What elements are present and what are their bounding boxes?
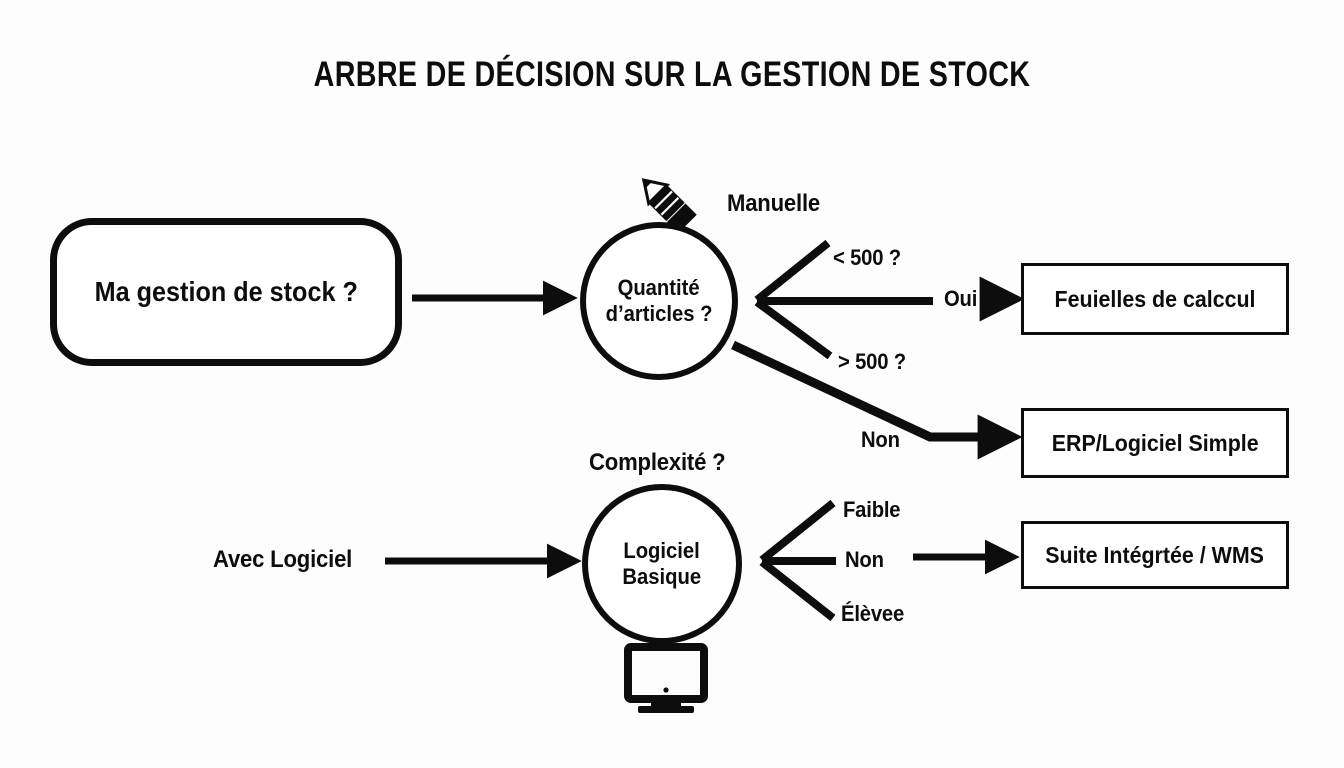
monitor-icon xyxy=(624,643,708,713)
edge-software-elevee xyxy=(759,558,836,622)
branch-label-oui: Oui xyxy=(944,286,978,311)
decision-node-software-line1: Logiciel xyxy=(623,538,701,564)
decision-node-software-line2: Basique xyxy=(622,564,702,589)
outcome-box-wms-label: Suite Intégrtée / WMS xyxy=(1045,541,1265,568)
outcome-box-erp[interactable]: ERP/Logiciel Simple xyxy=(1021,408,1289,478)
annotation-manuelle: Manuelle xyxy=(727,190,821,217)
edge-quantity-lt500 xyxy=(754,239,831,304)
branch-label-faible: Faible xyxy=(843,497,901,522)
start-node-box[interactable]: Ma gestion de stock ? xyxy=(50,218,402,366)
branch-label-gt500: > 500 ? xyxy=(838,349,906,374)
annotation-complexite: Complexité ? xyxy=(589,449,726,476)
decision-node-quantity-line2: d’articles ? xyxy=(605,301,713,326)
pencil-icon xyxy=(641,178,697,234)
decision-node-software[interactable]: Logiciel Basique xyxy=(582,484,742,644)
edge-quantity-gt500 xyxy=(754,298,833,360)
outcome-box-spreadsheets-label: Feuielles de calccul xyxy=(1054,285,1256,312)
page-title: ARBRE DE DÉCISION SUR LA GESTION DE STOC… xyxy=(313,55,1031,94)
branch-label-elevee: Élèvee xyxy=(841,601,905,626)
edge-quantity-to-erp xyxy=(731,340,1023,460)
start-node-label: Ma gestion de stock ? xyxy=(94,276,358,307)
decision-node-quantity-line1: Quantité xyxy=(617,275,701,301)
branch-label-non-bottom: Non xyxy=(845,547,884,572)
outcome-box-erp-label: ERP/Logiciel Simple xyxy=(1051,429,1259,456)
annotation-avec-logiciel: Avec Logiciel xyxy=(213,546,353,573)
branch-label-lt500: < 500 ? xyxy=(833,245,901,270)
outcome-box-spreadsheets[interactable]: Feuielles de calccul xyxy=(1021,263,1289,335)
branch-label-non-top: Non xyxy=(861,427,900,452)
outcome-box-wms[interactable]: Suite Intégrtée / WMS xyxy=(1021,521,1289,589)
decision-node-quantity[interactable]: Quantité d’articles ? xyxy=(580,222,738,380)
edge-software-faible xyxy=(759,499,836,564)
